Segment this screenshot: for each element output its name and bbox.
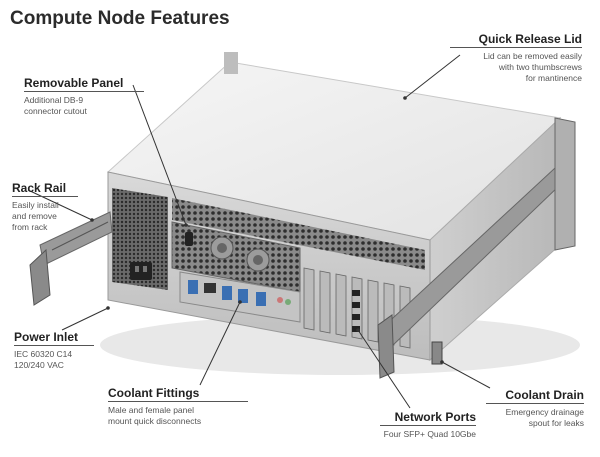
leader-lines <box>27 54 491 409</box>
rack-rail-right <box>377 117 576 379</box>
power-inlet-socket <box>130 262 152 280</box>
callout-desc: Four SFP+ Quad 10Gbe <box>383 429 476 439</box>
callout-title: Power Inlet <box>14 330 94 346</box>
callout-title: Coolant Fittings <box>108 386 248 402</box>
callout-network: Network Ports Four SFP+ Quad 10Gbe <box>380 410 476 440</box>
callout-title: Quick Release Lid <box>450 32 582 48</box>
callout-lid: Quick Release Lid Lid can be removed eas… <box>450 32 582 84</box>
vent-perforation <box>172 198 425 270</box>
network-ports <box>352 290 360 332</box>
expansion-slots <box>303 267 411 349</box>
callout-title: Removable Panel <box>24 76 144 92</box>
callout-title: Coolant Drain <box>486 388 584 404</box>
page-title: Compute Node Features <box>10 8 230 29</box>
rear-flange <box>224 52 238 74</box>
callout-title: Network Ports <box>380 410 476 426</box>
coolant-drain-spout <box>431 341 443 365</box>
psu-grille <box>112 188 168 290</box>
rack-rail-left <box>29 211 113 306</box>
callout-title: Rack Rail <box>12 181 78 197</box>
db9-cutout <box>185 232 193 246</box>
